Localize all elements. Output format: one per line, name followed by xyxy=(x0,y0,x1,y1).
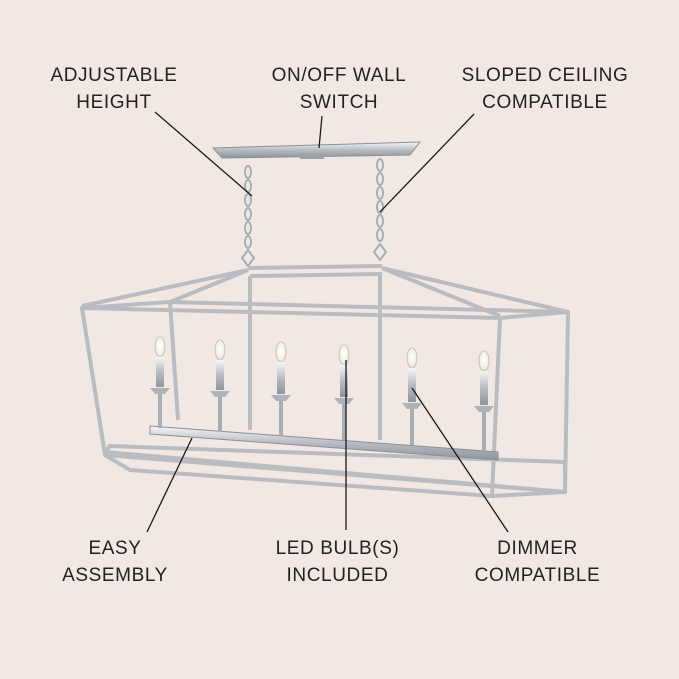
candle-3 xyxy=(271,341,291,436)
callout-line: HEIGHT xyxy=(76,92,152,113)
hanging-chains xyxy=(240,158,388,268)
callout-line: ASSEMBLY xyxy=(62,565,168,586)
callout-line: COMPATIBLE xyxy=(474,565,601,586)
callout-line: ADJUSTABLE xyxy=(50,65,178,86)
callout-line: DIMMER xyxy=(497,538,578,559)
callout-dimmer: DIMMER COMPATIBLE xyxy=(450,535,625,589)
callout-adjustable-height: ADJUSTABLE HEIGHT xyxy=(30,62,198,116)
candle-bar xyxy=(149,425,499,461)
candle-2 xyxy=(210,339,230,432)
callout-line: INCLUDED xyxy=(286,565,389,586)
callout-line: COMPATIBLE xyxy=(482,92,608,113)
candle-6 xyxy=(474,350,494,450)
callout-line: SWITCH xyxy=(299,92,379,113)
callout-leader-lines xyxy=(146,111,509,533)
callout-sloped-ceiling: SLOPED CEILING COMPATIBLE xyxy=(440,62,650,116)
lantern-frame xyxy=(80,264,570,498)
callout-easy-assembly: EASY ASSEMBLY xyxy=(40,535,190,589)
candle-5 xyxy=(402,347,422,445)
callout-wall-switch: ON/OFF WALL SWITCH xyxy=(250,62,428,116)
ceiling-canopy xyxy=(211,141,422,159)
callout-line: SLOPED CEILING xyxy=(461,65,629,86)
candle-4 xyxy=(334,344,354,440)
callout-line: ON/OFF WALL xyxy=(271,65,407,86)
callout-line: EASY xyxy=(88,538,142,559)
candle-1 xyxy=(150,336,170,428)
callout-led-bulbs: LED BULB(S) INCLUDED xyxy=(255,535,420,589)
callout-line: LED BULB(S) xyxy=(275,538,400,559)
